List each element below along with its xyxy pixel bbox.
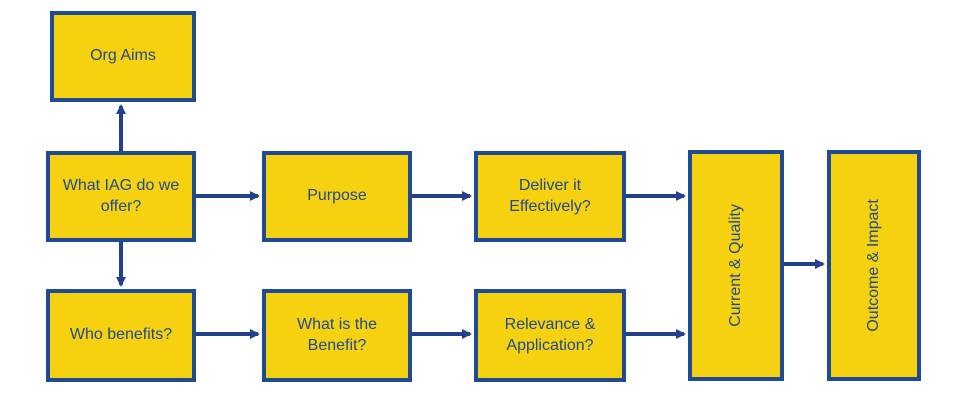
node-who-benefits: Who benefits? [46,289,196,382]
node-what-is-benefit: What is the Benefit? [262,289,412,382]
node-outcome-impact-label: Outcome & Impact [864,199,882,332]
node-purpose: Purpose [262,151,412,242]
node-org-aims-label: Org Aims [90,47,156,65]
node-purpose-label: Purpose [307,187,367,205]
node-outcome-impact: Outcome & Impact [827,150,921,381]
node-current-quality: Current & Quality [688,150,784,381]
node-relevance-application-label: Relevance & Application? [504,315,596,354]
node-what-is-benefit-label: What is the Benefit? [296,315,378,354]
node-deliver-effectively-label: Deliver it Effectively? [509,176,591,215]
node-what-iag: What IAG do we offer? [46,151,196,242]
node-current-quality-label: Current & Quality [726,204,744,327]
node-deliver-effectively: Deliver it Effectively? [474,151,626,242]
node-relevance-application: Relevance & Application? [474,289,626,382]
node-who-benefits-label: Who benefits? [69,326,173,344]
node-what-iag-label: What IAG do we offer? [62,176,180,215]
node-org-aims: Org Aims [50,11,196,102]
